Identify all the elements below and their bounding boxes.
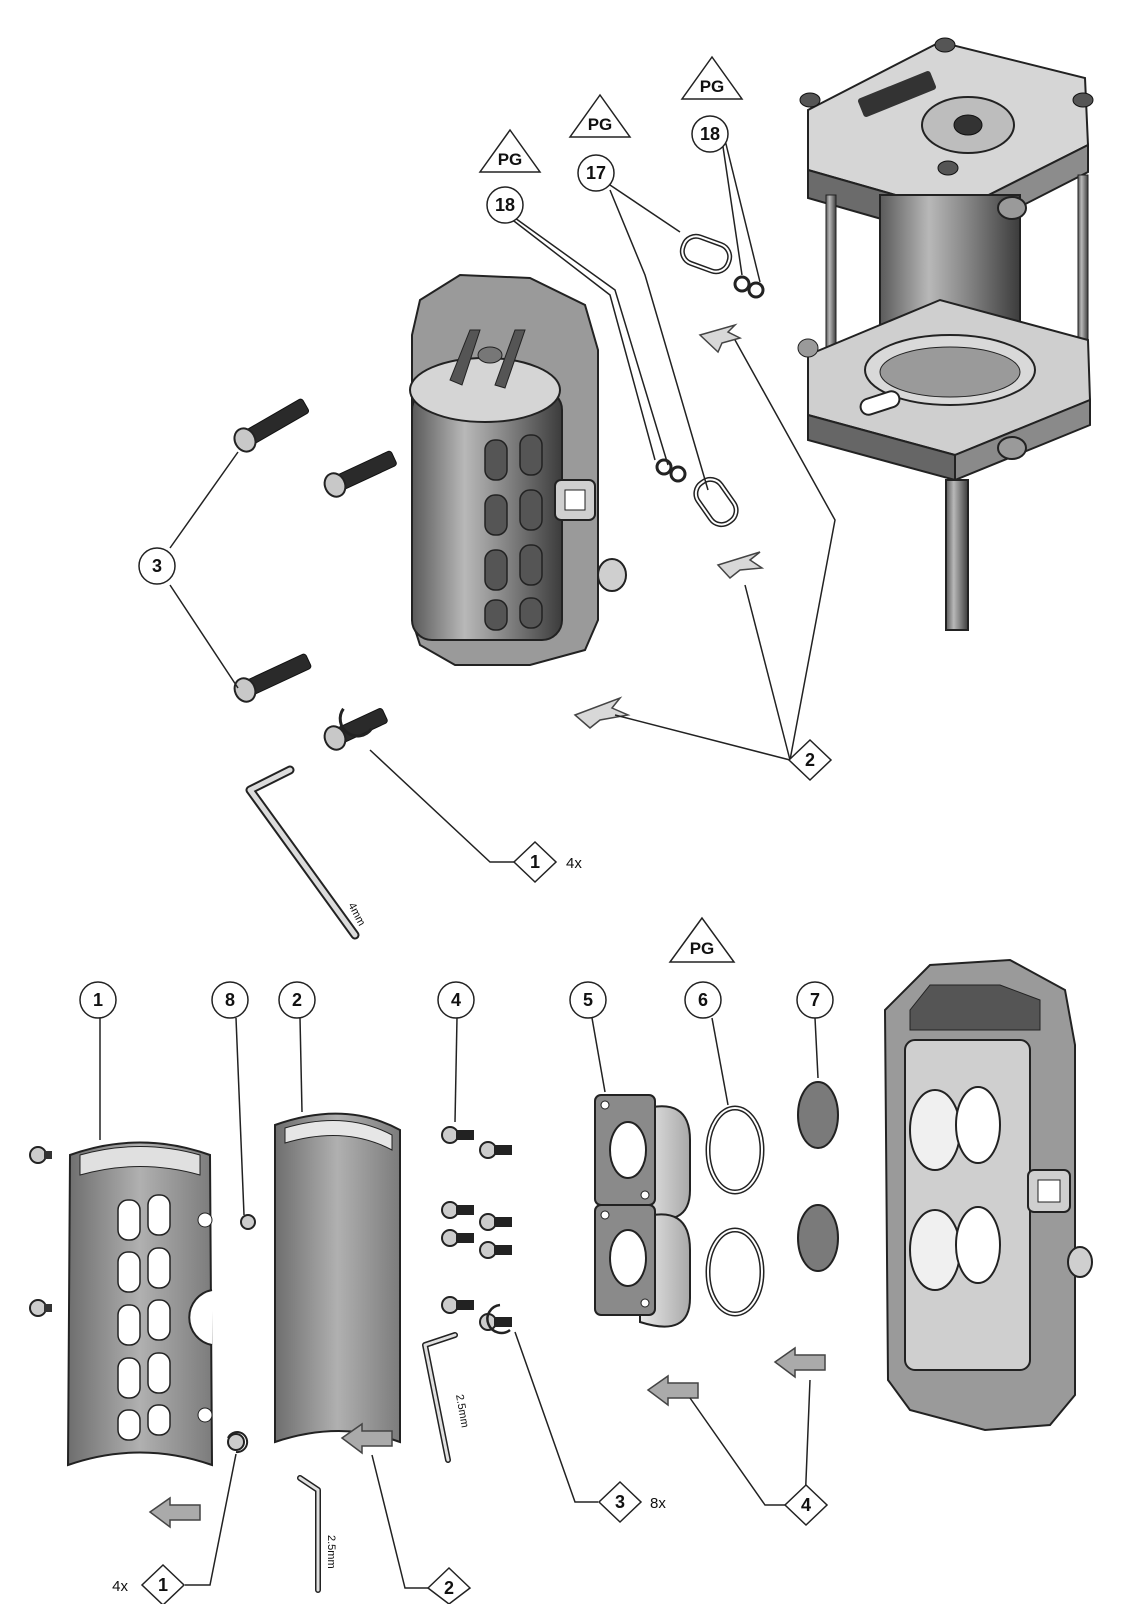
pg-badge-bottom: PG: [668, 916, 736, 963]
pg-badge-text: PG: [690, 939, 715, 958]
callout-3: 3: [138, 547, 176, 585]
callout-18-right: 18: [691, 115, 729, 153]
hex-key-2-5mm-b: 2.5mm: [422, 1332, 471, 1463]
callout-label: 4: [451, 990, 461, 1010]
step-quantity: 4x: [566, 855, 582, 872]
callout-label: 3: [152, 556, 162, 576]
step-label: 1: [530, 852, 540, 872]
step-label: 1: [158, 1575, 168, 1595]
callout-label: 8: [225, 990, 235, 1010]
pg-badge-text: PG: [700, 77, 725, 96]
callout-label: 2: [292, 990, 302, 1010]
direction-arrows-bottom: [148, 1346, 826, 1529]
step-label: 4: [801, 1495, 811, 1515]
leader-lines-top: [169, 139, 836, 863]
step-diamond-1-top: 1 4x: [512, 840, 582, 884]
hex-key-4mm: 4mm: [245, 765, 367, 940]
step-diamond-2-bottom: 2: [426, 1566, 472, 1604]
step-quantity: 4x: [112, 1578, 128, 1595]
step-diamond-4-bottom: 4: [783, 1483, 829, 1527]
callout-part-8: 8: [211, 981, 249, 1019]
step-diamond-2-top: 2: [787, 738, 833, 782]
step-label: 3: [615, 1492, 625, 1512]
callout-part-6: 6: [684, 981, 722, 1019]
direction-arrows-top: [573, 323, 765, 729]
step-diamond-1-bottom: 4x 1: [112, 1563, 186, 1604]
pg-badge-text: PG: [588, 115, 613, 134]
actuator-assembly: [797, 37, 1094, 631]
o-rings-part-6: [705, 1105, 765, 1317]
callout-label: 17: [586, 163, 606, 183]
pg-badge-3: PG: [680, 55, 744, 100]
callout-label: 6: [698, 990, 708, 1010]
callout-part-7: 7: [796, 981, 834, 1019]
callout-label: 7: [810, 990, 820, 1010]
discs-part-7: [797, 1081, 839, 1272]
callout-part-1: 1: [79, 981, 117, 1019]
callout-18-left: 18: [486, 186, 524, 224]
valve-housing-bottom: [883, 958, 1093, 1432]
callout-part-2: 2: [278, 981, 316, 1019]
flange-part-5: [594, 1094, 691, 1328]
tool-label-2-5mm-a: 2.5mm: [325, 1535, 337, 1569]
pg-badge-text: PG: [498, 150, 523, 169]
screws-top: [233, 398, 397, 751]
seals-top: [655, 233, 765, 528]
step-label: 2: [805, 750, 815, 770]
callout-label: 18: [700, 124, 720, 144]
callout-label: 5: [583, 990, 593, 1010]
callout-label: 18: [495, 195, 515, 215]
shell-part-2: [274, 1112, 401, 1444]
callout-part-4: 4: [437, 981, 475, 1019]
pg-badge-2: PG: [568, 93, 632, 138]
pg-badge-1: PG: [478, 128, 542, 173]
small-screws-left: [29, 1146, 256, 1454]
screws-part-4: [441, 1126, 512, 1335]
step-diamond-3-bottom: 3 8x: [597, 1480, 666, 1524]
cover-part-1: [66, 1141, 214, 1467]
o-rings-part-6-inner: [707, 1107, 763, 1315]
tool-label-2-5mm-b: 2.5mm: [453, 1393, 471, 1428]
step-quantity: 8x: [650, 1495, 666, 1512]
callout-17: 17: [577, 154, 615, 192]
step-label: 2: [444, 1578, 454, 1598]
valve-housing-top: [409, 273, 627, 666]
callout-label: 1: [93, 990, 103, 1010]
callout-part-5: 5: [569, 981, 607, 1019]
hex-key-2-5mm-a: 2.5mm: [297, 1475, 337, 1593]
